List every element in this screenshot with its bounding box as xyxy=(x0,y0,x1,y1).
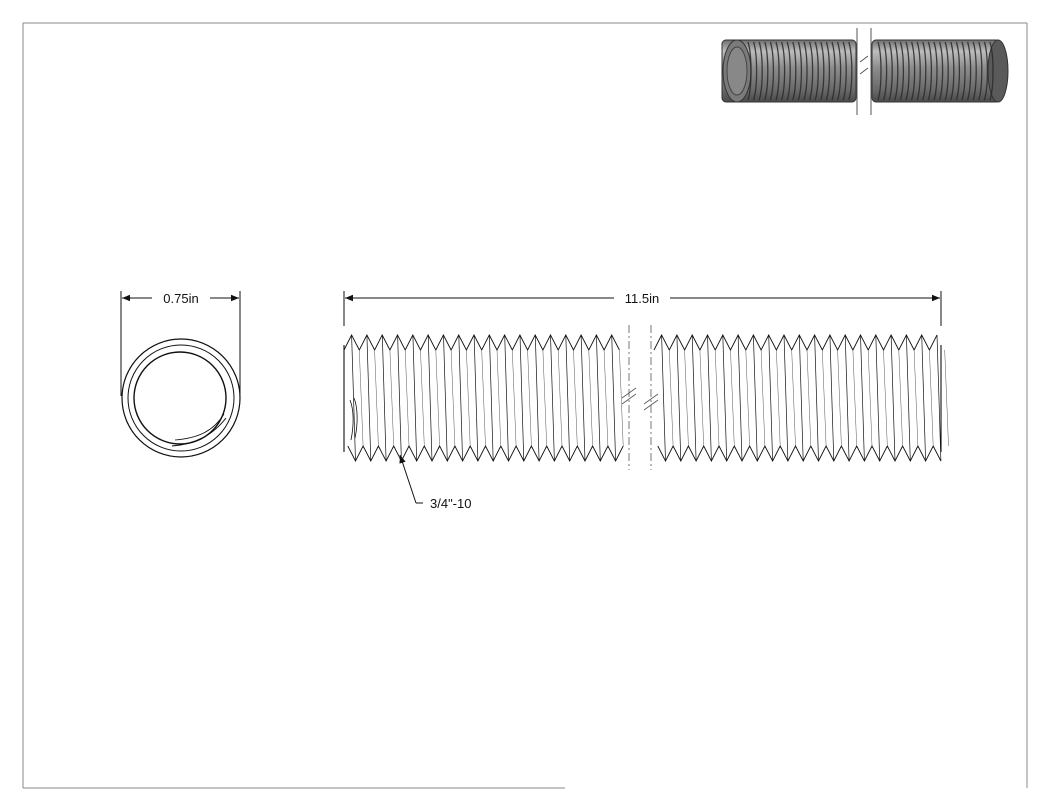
rod-side-view-threads xyxy=(343,334,949,462)
thread-callout-label: 3/4"-10 xyxy=(430,496,471,511)
length-dimension xyxy=(343,291,942,326)
end-view-dimension xyxy=(120,291,241,396)
diameter-dimension-label: 0.75in xyxy=(163,291,198,306)
rod-side-view xyxy=(343,325,949,470)
rod-preview-break-symbol xyxy=(856,28,872,115)
length-dimension-label: 11.5in xyxy=(625,291,659,306)
rod-isometric-preview xyxy=(721,28,1009,115)
thread-callout-leader xyxy=(399,454,423,504)
rod-preview-threads xyxy=(747,41,994,101)
sheet-border xyxy=(22,22,1028,789)
end-view xyxy=(121,338,241,458)
